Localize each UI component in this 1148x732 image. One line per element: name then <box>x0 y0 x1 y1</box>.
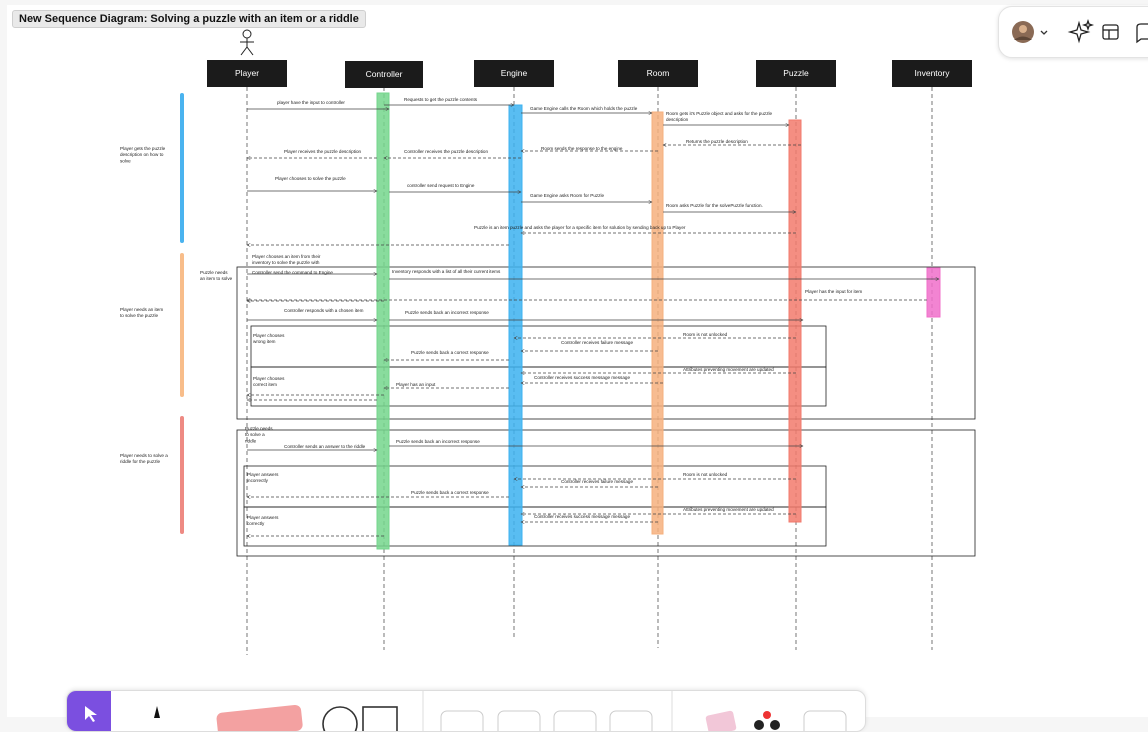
message-label-6: Room sends the response to the engine <box>541 146 623 151</box>
message-label-30: Puzzle sends back a correct response <box>411 490 489 495</box>
message-label-17: Player has the input for item <box>805 289 862 294</box>
comment-icon[interactable] <box>1136 23 1148 44</box>
participant-inventory <box>892 60 972 87</box>
fragment-frame-3 <box>250 366 827 407</box>
message-label-12: Room asks Puzzle for the solvePuzzle fun… <box>666 203 763 208</box>
participant-label-engine: Engine <box>501 68 528 78</box>
actor-stick-figure <box>240 29 254 56</box>
message-label-11: Game Engine asks Room for Puzzle <box>530 193 604 198</box>
participant-controller <box>345 61 423 88</box>
top-right-toolbar <box>998 6 1148 58</box>
participant-engine <box>474 60 554 87</box>
pen-tool-icon[interactable] <box>154 706 160 718</box>
chevron-down-icon[interactable] <box>1040 30 1048 35</box>
fragment-frame-4 <box>236 429 976 557</box>
activation-bar-puzzle <box>788 119 802 523</box>
activation-bar-room <box>651 111 664 535</box>
fragment-frame-2 <box>250 325 827 368</box>
message-label-23: Attributes preventing movement are updat… <box>683 367 774 372</box>
message-label-2: Requests to get the puzzle contents <box>404 97 478 102</box>
bottom-tool-palette <box>66 690 866 732</box>
tool-icons <box>67 691 847 731</box>
cursor-icon <box>85 706 97 722</box>
participant-label-inventory: Inventory <box>915 68 951 78</box>
circle-shape-tool-icon[interactable] <box>322 706 358 731</box>
message-label-19: Puzzle sends back an incorrect response <box>405 310 489 315</box>
sparkle-ai-icon[interactable] <box>1067 18 1095 44</box>
message-label-24: Controller receives success message mess… <box>534 375 630 380</box>
diagram-title[interactable]: New Sequence Diagram: Solving a puzzle w… <box>12 10 366 28</box>
fragment-frame-5 <box>243 465 827 508</box>
message-label-22: Puzzle sends back a correct response <box>411 350 489 355</box>
message-label-16: Inventory responds with a list of all th… <box>392 269 501 274</box>
activation-bar-inventory <box>926 267 941 318</box>
template-slot-2[interactable] <box>497 710 541 731</box>
layout-panel-icon[interactable] <box>1102 24 1119 40</box>
message-label-15: Controller send the command to Engine <box>252 270 333 275</box>
user-avatar[interactable] <box>1012 21 1034 43</box>
message-label-10: controller send request to Engine <box>407 183 475 188</box>
message-label-9: Player chooses to solve the puzzle <box>275 176 346 181</box>
template-slot-1[interactable] <box>440 710 484 731</box>
fragment-frame-1 <box>236 266 976 420</box>
template-slot-3[interactable] <box>553 710 597 731</box>
message-label-8: Player receives the puzzle description <box>284 149 362 154</box>
message-label-13: Puzzle is an item puzzle and asks the pl… <box>474 225 686 230</box>
participant-label-puzzle: Puzzle <box>783 68 809 78</box>
participant-label-controller: Controller <box>366 69 403 79</box>
participant-label-room: Room <box>647 68 670 78</box>
highlighter-tool-icon[interactable] <box>216 704 303 731</box>
message-label-5: Returns the puzzle description <box>686 139 748 144</box>
message-label-28: Room is not unlocked <box>683 472 728 477</box>
activation-bar-controller <box>376 92 390 550</box>
participant-player <box>207 60 287 87</box>
participant-puzzle <box>756 60 836 87</box>
fragment-frame-6 <box>243 506 827 547</box>
message-label-1: player have the input to controller <box>277 100 345 105</box>
message-label-27: Puzzle sends back an incorrect response <box>396 439 480 444</box>
activation-bar-engine <box>508 104 523 546</box>
message-label-25: Player has an input <box>396 382 436 387</box>
message-label-20: Room is not unlocked <box>683 332 728 337</box>
message-label-31: Attributes preventing movement are updat… <box>683 507 774 512</box>
participant-label-player: Player <box>235 68 259 78</box>
message-label-7: Controller receives the puzzle descripti… <box>404 149 488 154</box>
message-label-4: Room gets it's Puzzle object and asks fo… <box>666 111 773 122</box>
whiteboard-canvas[interactable] <box>7 5 1148 717</box>
message-label-26: Controller sends an answer to the riddle <box>284 444 366 449</box>
more-tools-slot[interactable] <box>803 710 847 731</box>
sticker-tool-icon[interactable] <box>705 710 737 731</box>
select-tool-button[interactable] <box>67 691 111 731</box>
message-label-3: Game Engine calls the Room which holds t… <box>530 106 638 111</box>
message-label-29: Controller receives failure message <box>561 479 633 484</box>
square-shape-tool-icon[interactable] <box>362 706 398 731</box>
message-label-18: Controller responds with a chosen item <box>284 308 364 313</box>
stamp-tool-icon[interactable] <box>754 711 780 730</box>
message-label-21: Controller receives failure message <box>561 340 633 345</box>
top-toolbar-icons <box>1012 18 1148 44</box>
template-slot-4[interactable] <box>609 710 653 731</box>
participant-room <box>618 60 698 87</box>
message-label-32: Controller receives success message mess… <box>534 514 630 519</box>
